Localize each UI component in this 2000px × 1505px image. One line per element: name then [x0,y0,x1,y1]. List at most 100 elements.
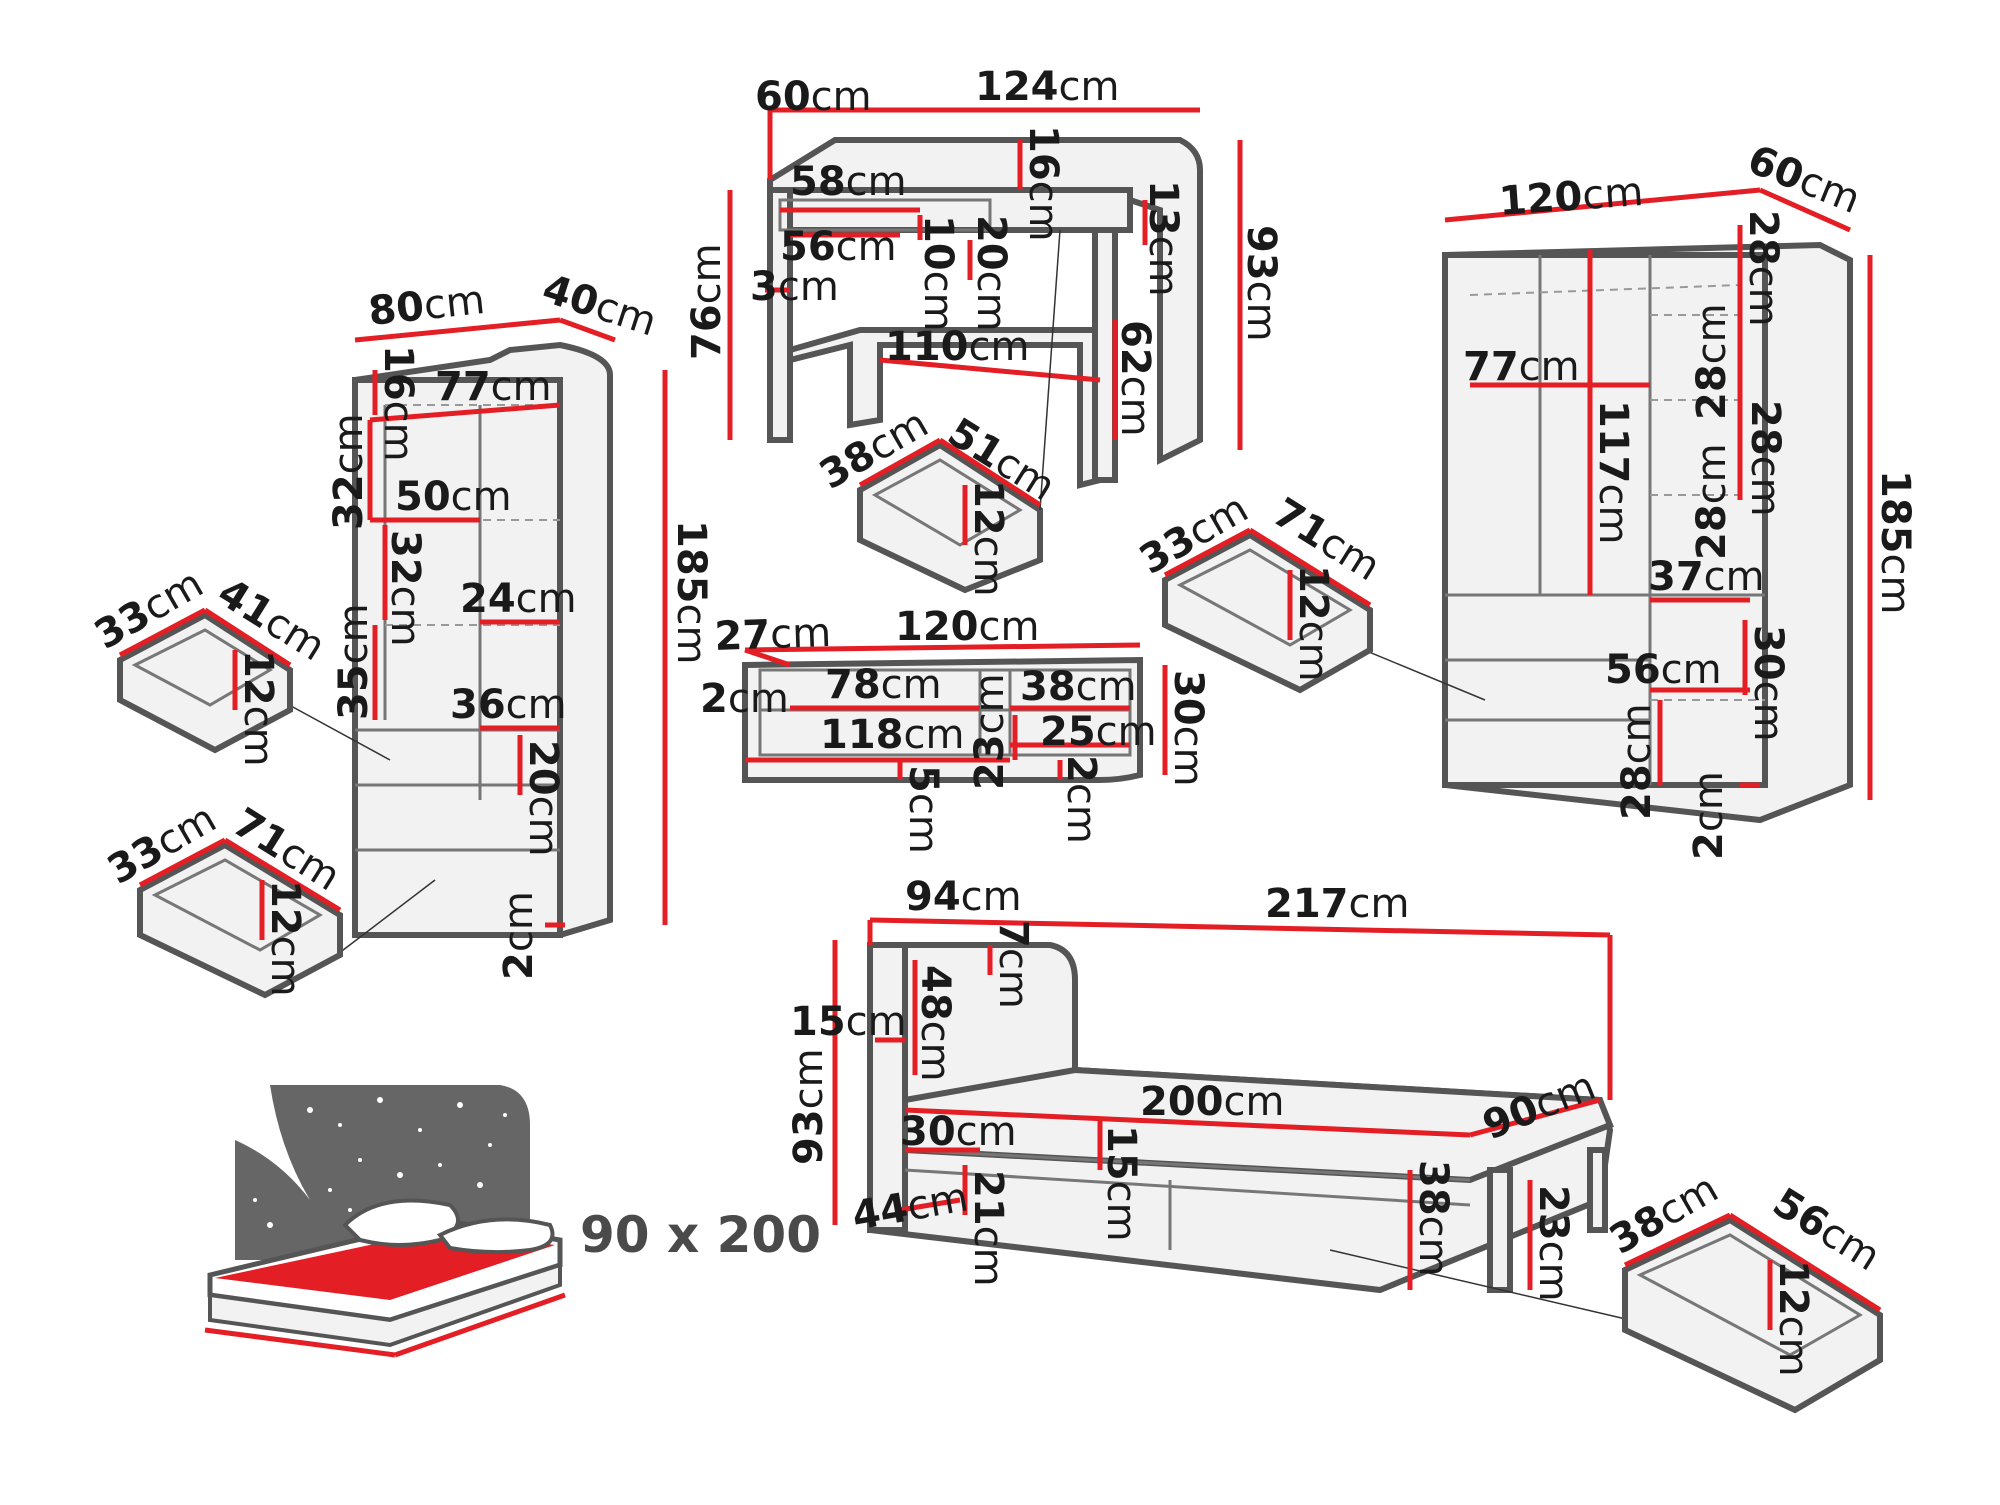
desk-gap20-label: 20cm [968,215,1014,332]
wardrobe-foot-label: 2cm [1686,771,1732,860]
desk-drawer-width-label: 56cm [780,224,897,270]
wardrobe-w56-label: 56cm [1605,647,1722,693]
desk-depth-label: 60cm [755,74,872,120]
wardrobe-width-line [1444,187,1761,223]
bed-h15b-label: 15cm [1098,1125,1144,1242]
shelf-sec-h3-label: 35cm [331,603,377,720]
bed-size-label: 90 x 200 [580,1206,821,1264]
wall-shelf-width-label: 120cm [895,604,1039,650]
wall-shelf-h5-label: 5cm [900,765,946,854]
desk-gap10-label: 10cm [915,215,961,332]
bed-h7-label: 7cm [990,920,1036,1009]
desk-leg-height-label: 62cm [1112,320,1158,437]
desk-drawer-height-label: 12cm [965,480,1011,597]
desk-total-height-label: 93cm [1238,225,1284,342]
bed-mattress-line [904,1107,1471,1138]
shelf-small-w-label: 36cm [450,682,567,728]
bed-size-icon [207,1085,563,1348]
bed-head-depth-label: 94cm [905,874,1022,920]
wardrobe-h117-label: 117cm [1590,400,1636,544]
bed-height-label: 93cm [786,1048,832,1165]
wall-shelf-height-label: 30cm [1165,670,1211,787]
wall-shelf-h2-label: 2cm [1058,755,1104,844]
wall-shelf-depth-line [744,647,791,668]
bed-drawing [867,942,1631,1321]
shelf-drawer-large-depth-line [138,837,227,888]
desk-shelf-width-label: 58cm [790,159,907,205]
shelf-drawer-small-height-label: 12cm [235,650,281,767]
shelf-inner-w-label: 77cm [435,364,552,410]
wardrobe-drawer-height-label: 12cm [1290,565,1336,682]
wall-shelf-t-label: 2cm [700,676,789,722]
shelf-drawer-large-height-label: 12cm [262,880,308,997]
wardrobe-h28b-label: 28cm [1689,303,1735,420]
wardrobe-w37-label: 37cm [1648,554,1765,600]
desk-leg-gap-label: 110cm [885,324,1029,370]
shelf-drawer-small-depth-line [118,607,207,658]
wardrobe-width-label: 120cm [1497,169,1644,225]
desk-drawer-drawing [857,229,1061,594]
bed-icon-width-line [394,1292,566,1358]
shelf-drawer-small-width-line [203,607,292,668]
wall-shelf-depth-label: 27cm [714,610,832,660]
wardrobe-height-label: 185cm [1872,470,1918,614]
wardrobe-h28a-label: 28cm [1740,210,1786,327]
bed-mattress-length-label: 200cm [1140,1079,1284,1125]
wall-shelf-w38-label: 38cm [1020,664,1137,710]
shelf-top-h-label: 16cm [375,345,421,462]
wardrobe-depth-line [1758,187,1852,233]
shelf-foot-label: 2cm [496,891,542,980]
desk-shelf-height-label: 16cm [1020,125,1066,242]
wardrobe-drawing [1339,241,1853,824]
shelf-sec-h1-label: 32cm [326,413,372,530]
shelf-depth-line [559,317,616,343]
wall-shelf-h23-label: 23cm [967,673,1013,790]
bed-h48-label: 48cm [912,965,958,1082]
bed-width-line [1469,1097,1601,1138]
bed-drawer-depth-line [1623,1212,1732,1268]
bed-icon-length-line [204,1327,396,1358]
wall-shelf-width-line [744,642,1141,653]
shelf-small-h-label: 20cm [520,740,566,857]
desk-shelf-h-label: 13cm [1140,180,1186,297]
desk-panel-label: 3cm [750,264,839,310]
shelf-drawer-large-width-line [223,837,342,913]
wardrobe-w77-label: 77cm [1463,344,1580,390]
desk-drawer-width-line [938,437,1042,508]
bed-h21-label: 21cm [965,1170,1011,1287]
shelf-width-label: 80cm [366,277,487,335]
bed-length-line [869,917,1611,938]
bed-h38-label: 38cm [1410,1160,1456,1277]
wardrobe-h28e-label: 28cm [1614,703,1660,820]
shelf-drawer-large-drawing [137,841,343,999]
bed-drawer-height-label: 12cm [1770,1260,1816,1377]
shelf-unit-drawing [279,341,613,961]
bed-drawer-drawing [1622,1216,1883,1414]
desk-drawer-depth-line [858,437,942,488]
desk-height-label: 76cm [684,243,730,360]
wardrobe-drawer-depth-line [1163,527,1252,578]
bed-h30-label: 30cm [900,1109,1017,1155]
shelf-inner-w2-label: 50cm [395,474,512,520]
desk-width-label: 124cm [975,64,1119,110]
wardrobe-drawer-width-line [1248,527,1372,608]
wardrobe-drawer-drawing [1162,531,1373,694]
shelf-inner-w-line [369,402,561,423]
wardrobe-h30-label: 30cm [1745,625,1791,742]
bed-length-label: 217cm [1265,881,1409,927]
bed-h15-label: 15cm [790,999,907,1045]
desk-leg-gap-line [879,357,1101,383]
bed-drawer-width-line [1728,1212,1882,1313]
bed-h44-label: 44cm [849,1174,972,1240]
bed-h23-label: 23cm [1530,1185,1576,1302]
wall-shelf-w25-label: 25cm [1040,709,1157,755]
shelf-side-w-label: 24cm [460,576,577,622]
wardrobe-h28c-label: 28cm [1742,400,1788,517]
shelf-sec-h2-label: 32cm [382,530,428,647]
wardrobe-h28d-label: 28cm [1689,443,1735,560]
wall-shelf-w78-label: 78cm [825,662,942,708]
shelf-height-label: 185cm [668,520,714,664]
bed-h44-line [899,1197,961,1213]
shelf-width-line [354,317,561,343]
